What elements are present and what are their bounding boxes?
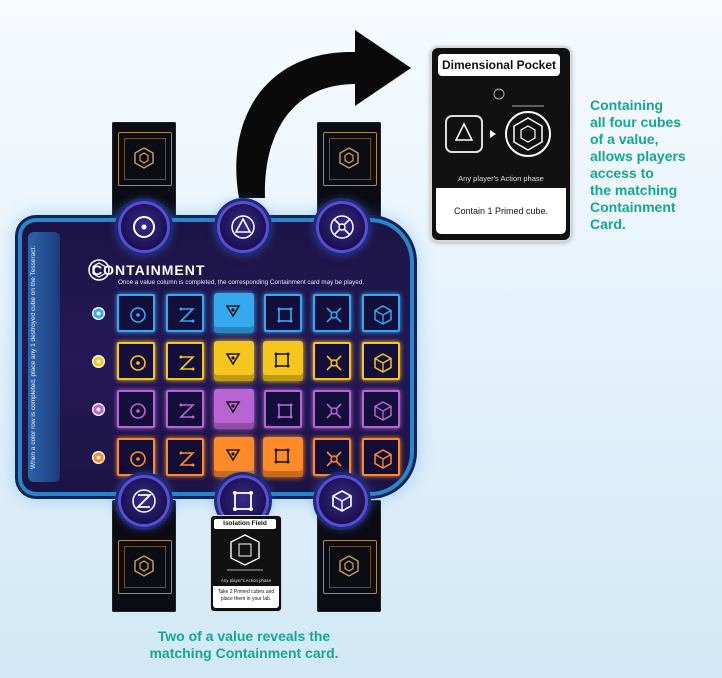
cell-symbol-icon [274, 448, 290, 464]
value-orb-top-2 [220, 204, 266, 250]
value-orb-top-3 [319, 204, 365, 250]
placed-cube[interactable] [214, 293, 254, 333]
placed-cube[interactable] [263, 341, 303, 381]
cell-symbol-icon [326, 403, 342, 419]
cell-symbol-icon [374, 305, 392, 325]
card-effect: Take 2 Primed cubes and place them in yo… [213, 586, 279, 608]
row-color-marker [92, 403, 105, 416]
value-orb-top-1 [121, 204, 167, 250]
cell-symbol-icon [179, 451, 195, 467]
cell-symbol-icon [326, 451, 342, 467]
grid-cell[interactable] [362, 390, 400, 428]
triangle-icon [231, 215, 255, 239]
card-title: Dimensional Pocket [438, 54, 560, 76]
grid-cell[interactable] [313, 342, 351, 380]
placed-cube[interactable] [214, 437, 254, 477]
row-rule-panel: When a color row is completed, place any… [28, 232, 60, 482]
bottom-caption: Two of a value reveals the matching Cont… [149, 628, 339, 661]
cell-symbol-icon [326, 355, 342, 371]
placed-cube[interactable] [214, 389, 254, 429]
placed-cube[interactable] [263, 437, 303, 477]
cell-symbol-icon [277, 403, 293, 419]
tesseract-icon [134, 555, 154, 577]
cell-symbol-icon [130, 307, 146, 323]
card-art-icon [227, 534, 263, 571]
row-color-marker [92, 307, 105, 320]
tesseract-icon [339, 555, 359, 577]
grid-cell[interactable] [117, 438, 155, 476]
grid-cell[interactable] [362, 342, 400, 380]
cell-symbol-icon [326, 307, 342, 323]
grid-cell[interactable] [313, 294, 351, 332]
tesseract-icon [339, 147, 359, 169]
cell-symbol-icon [374, 401, 392, 421]
x-node-icon [330, 215, 354, 239]
grid-cell[interactable] [117, 390, 155, 428]
circle-dot-icon [133, 216, 155, 238]
board-subtitle: Once a value column is completed, the co… [118, 279, 365, 286]
right-caption: Containing all four cubes of a value, al… [590, 97, 686, 232]
placed-cube[interactable] [214, 341, 254, 381]
grid-cell[interactable] [166, 294, 204, 332]
cell-symbol-icon [274, 352, 290, 368]
grid-cell[interactable] [166, 390, 204, 428]
card-phase: Any player's Action phase [220, 578, 272, 583]
containment-logo-icon [88, 259, 110, 281]
grid-cell[interactable] [362, 438, 400, 476]
row-color-marker [92, 355, 105, 368]
value-orb-bottom-1 [121, 478, 167, 524]
card-title: Isolation Field [214, 519, 276, 529]
square-icon [233, 491, 253, 511]
grid-cell[interactable] [117, 342, 155, 380]
cell-symbol-icon [374, 353, 392, 373]
cell-symbol-icon [374, 449, 392, 469]
cell-symbol-icon [130, 451, 146, 467]
grid-cell[interactable] [166, 438, 204, 476]
grid-cell[interactable] [117, 294, 155, 332]
grid-cell[interactable] [362, 294, 400, 332]
z-path-icon [132, 489, 156, 513]
cell-symbol-icon [225, 353, 241, 366]
cell-symbol-icon [179, 307, 195, 323]
cell-symbol-icon [225, 449, 241, 462]
card-effect: Contain 1 Primed cube. [436, 188, 566, 234]
grid-cell[interactable] [264, 294, 302, 332]
dimensional-pocket-card: Dimensional Pocket Any player's Action p… [430, 46, 572, 242]
cell-symbol-icon [225, 305, 241, 318]
card-art-icon [445, 88, 551, 157]
reveal-arrow [236, 30, 411, 198]
cell-symbol-icon [130, 355, 146, 371]
cube-icon [332, 490, 352, 512]
cell-symbol-icon [179, 355, 195, 371]
cell-symbol-icon [225, 401, 241, 414]
cell-symbol-icon [179, 403, 195, 419]
board-title: CONTAINMENT [92, 262, 206, 278]
row-rule-text: When a color row is completed, place any… [30, 245, 37, 469]
grid-cell[interactable] [313, 438, 351, 476]
grid-cell[interactable] [166, 342, 204, 380]
row-color-marker [92, 451, 105, 464]
isolation-field-card: Isolation Field Any player's Action phas… [210, 515, 282, 612]
card-phase: Any player's Action phase [458, 174, 544, 183]
value-orb-bottom-3 [319, 478, 365, 524]
grid-cell[interactable] [264, 390, 302, 428]
cell-symbol-icon [277, 307, 293, 323]
tesseract-icon [134, 147, 154, 169]
cell-symbol-icon [130, 403, 146, 419]
grid-cell[interactable] [313, 390, 351, 428]
